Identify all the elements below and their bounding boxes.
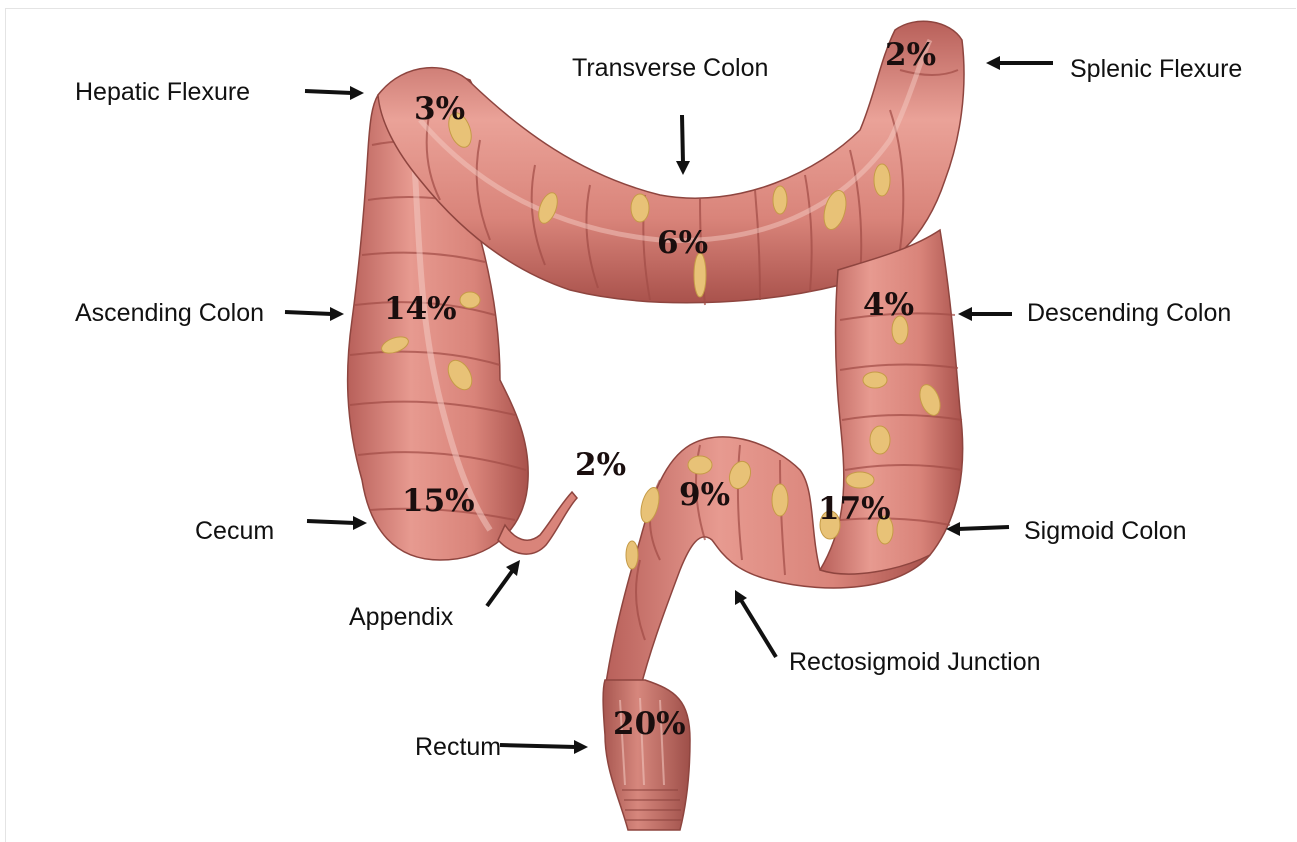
label-hepatic-flexure: Hepatic Flexure [75, 80, 250, 105]
arrow-sigmoid-colon [946, 522, 1009, 536]
pct-hepatic-flexure: 3% [414, 94, 465, 125]
label-appendix: Appendix [349, 605, 453, 630]
pct-rectosigmoid-junction: 9% [679, 480, 730, 511]
pct-splenic-flexure: 2% [885, 40, 936, 71]
arrow-appendix [487, 560, 520, 606]
label-rectosigmoid-junction: Rectosigmoid Junction [789, 650, 1041, 675]
label-cecum: Cecum [195, 519, 274, 544]
label-rectum: Rectum [415, 735, 501, 760]
pct-transverse-colon: 6% [657, 228, 708, 259]
arrow-rectosigmoid-junction [735, 590, 776, 657]
label-transverse-colon: Transverse Colon [572, 56, 768, 81]
arrow-splenic-flexure [986, 56, 1053, 70]
rectum-shape [603, 680, 690, 830]
label-splenic-flexure: Splenic Flexure [1070, 57, 1242, 82]
arrow-rectum [500, 740, 588, 754]
pct-sigmoid-colon: 17% [818, 494, 891, 525]
arrow-transverse-colon [676, 115, 690, 175]
pct-rectum: 20% [613, 709, 686, 740]
label-descending-colon: Descending Colon [1027, 301, 1231, 326]
label-sigmoid-colon: Sigmoid Colon [1024, 519, 1187, 544]
pct-appendix: 2% [575, 450, 626, 481]
pct-ascending-colon: 14% [384, 294, 457, 325]
arrow-cecum [307, 516, 367, 530]
label-ascending-colon: Ascending Colon [75, 301, 264, 326]
arrow-ascending-colon [285, 307, 344, 321]
arrow-hepatic-flexure [305, 86, 364, 100]
arrow-descending-colon [958, 307, 1012, 321]
pct-descending-colon: 4% [863, 290, 914, 321]
pct-cecum: 15% [402, 486, 475, 517]
